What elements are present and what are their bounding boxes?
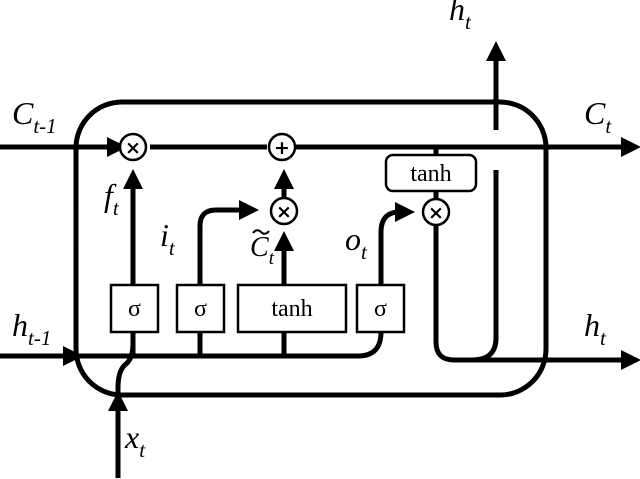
f-gate-sub: t [113,196,120,220]
i-gate-base: i [160,217,169,253]
cell-add-symbol: + [274,137,290,159]
sigma-forget-box [109,283,160,334]
input-gate-line [197,200,260,285]
output-multiply-symbol: × [428,202,444,224]
h-top-sub: t [465,10,472,34]
forget-multiply-circle [118,132,148,162]
h-prev-label: ht-1 [12,307,51,350]
c-prev-label: Ct-1 [12,95,57,138]
h-out-label: ht [584,307,607,350]
c-tilde-sub: t [269,248,275,269]
hidden-top-branch [471,170,499,363]
i-gate-label: it [160,217,176,260]
tanh-cell-label: tanh [410,161,451,187]
input-multiply-symbol: × [276,201,292,223]
c-prev-base: C [12,95,34,131]
x-in-label: xt [124,419,146,462]
x-in-sub: t [139,438,146,462]
i-gate-sub: t [169,236,176,260]
input-multiply-circle [269,196,299,226]
h-out-sub: t [600,326,607,350]
cell-add-circle [267,132,297,162]
h-top-base: h [449,0,465,27]
c-out-label: Ct [584,95,612,138]
forget-multiply-symbol: × [125,137,141,159]
hidden-output-line [433,225,640,370]
sigma-forget-label: σ [128,296,141,322]
h-top-label: ht [449,0,472,34]
tanh-candidate-box [236,283,348,334]
c-tilde-base: C [250,232,269,263]
o-gate-label: ot [345,221,368,264]
sigma-input-label: σ [194,296,207,322]
x-in-base: x [124,419,139,455]
c-out-sub: t [605,114,612,138]
tanh-candidate-label: tanh [271,296,312,322]
o-gate-base: o [345,221,361,257]
output-multiply-circle [421,197,451,227]
c-out-base: C [584,95,606,131]
sigma-output-box [355,283,406,334]
output-gate-line [378,202,416,285]
cell-container [73,99,549,398]
c-tilde-tilde-mark [252,229,270,235]
tanh-cell-box [384,153,478,193]
c-prev-sub: t-1 [33,114,56,138]
f-gate-label: ft [104,177,120,220]
c-tilde-label: Ct [250,232,275,269]
h-prev-base: h [12,307,28,343]
o-gate-sub: t [361,240,368,264]
h-out-base: h [584,307,600,343]
h-prev-sub: t-1 [28,326,51,350]
sigma-output-label: σ [374,296,387,322]
